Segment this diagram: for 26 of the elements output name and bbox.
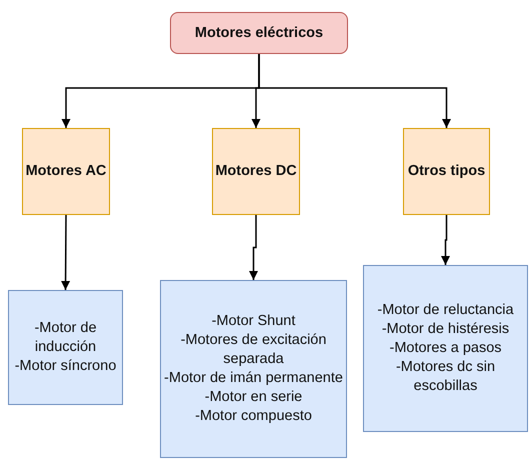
box-label: Motores AC <box>26 162 106 181</box>
arrow <box>441 215 450 265</box>
list-item: -Motor de reluctancia <box>377 301 514 320</box>
list-item: -Motor síncrono <box>14 356 116 376</box>
process-box <box>22 128 110 215</box>
list-item: -Motor de inducción <box>33 319 98 357</box>
list-item: -Motor de imán permanente <box>164 369 343 388</box>
list-item: -Motor Shunt <box>212 312 296 332</box>
box-label: Motores eléctricos <box>194 24 324 42</box>
list-item: -Motor en serie <box>204 388 302 407</box>
box-label: Motores DC <box>215 162 297 181</box>
box-label: Otros tipos <box>408 162 486 181</box>
list-item: -Motor compuesto <box>195 406 312 426</box>
process-box <box>170 12 348 54</box>
list-item: -Motores a pasos <box>389 339 502 358</box>
list-item: -Motores dc sin escobillas <box>394 358 496 396</box>
process-box <box>212 128 300 215</box>
arrow <box>61 215 70 290</box>
arrow <box>258 54 451 128</box>
process-box <box>403 128 490 215</box>
list-box <box>8 290 123 405</box>
list-box <box>363 265 528 432</box>
list-box <box>160 280 347 458</box>
arrow <box>249 215 258 280</box>
list-item: -Motores de excitación separada <box>180 331 328 369</box>
list-item: -Motor de histéresis <box>382 320 510 340</box>
